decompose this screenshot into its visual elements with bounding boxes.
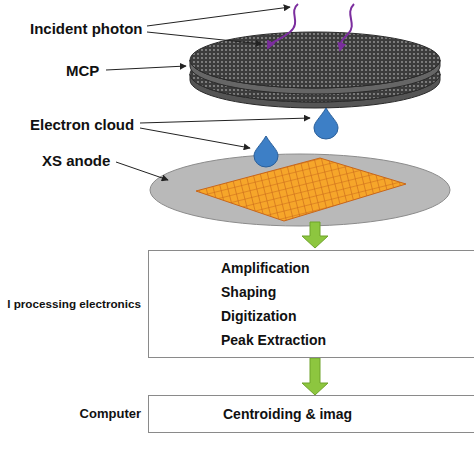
part-label: XS anode [42, 152, 110, 170]
flow-arrow [302, 222, 328, 248]
stage-heading: Computer [80, 406, 141, 422]
electron-cloud [254, 108, 338, 167]
stage-node: Computer Centroiding & imag [0, 395, 474, 433]
photon-arrow [268, 4, 354, 50]
stage-node: l processing electronics AmplificationSha… [0, 250, 474, 358]
step-text: Amplification [221, 256, 474, 280]
part-label: Incident photon [30, 20, 142, 38]
part-label: Electron cloud [30, 116, 134, 134]
part-label: MCP [66, 62, 99, 80]
step-text: Centroiding & imag [223, 404, 474, 424]
step-text: Peak Extraction [221, 328, 474, 352]
step-text: Digitization [221, 304, 474, 328]
step-text: Shaping [221, 280, 474, 304]
xs-anode [150, 154, 450, 226]
stage-heading: l processing electronics [7, 296, 141, 312]
flow-arrow [302, 358, 328, 395]
mcp-plates [190, 32, 440, 108]
process-box: AmplificationShapingDigitizationPeak Ext… [148, 250, 474, 358]
process-box: Centroiding & imag [148, 395, 474, 433]
